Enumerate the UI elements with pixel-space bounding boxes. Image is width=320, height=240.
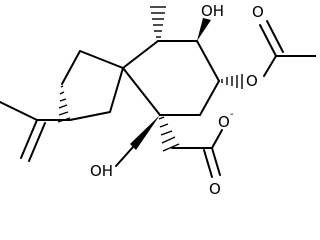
bond-ch2-oh <box>115 146 134 167</box>
stereo-hash-acetate <box>158 116 180 152</box>
atom-label-oh-top: OH <box>201 2 224 20</box>
bond-ester-o-carbonyl <box>263 55 277 77</box>
bond-c6c-c6d <box>199 80 220 116</box>
bond-spiro-c6a <box>122 40 159 69</box>
bond-c5d-spiro <box>109 67 124 113</box>
bond-spiro-c5a <box>79 50 124 69</box>
stereo-wedge-oh <box>197 18 211 41</box>
atom-label-ch2oh: OH <box>90 162 113 180</box>
bond-acetyl-co-b <box>266 20 284 53</box>
stereo-hash-c5b-c5c <box>57 85 71 123</box>
bond-c5c-c5d <box>69 111 111 121</box>
bond-isopropenyl-ch2-a <box>20 119 38 159</box>
stereo-hash-methyl <box>150 6 166 38</box>
bond-c6e-spiro <box>122 67 161 116</box>
bond-acetyl-co-a <box>259 24 277 57</box>
bond-c5a-c5b <box>61 50 81 85</box>
atom-label-carboxyl-o-double: O <box>209 180 221 198</box>
atom-label-carboxylate-o: O <box>218 113 230 131</box>
bond-carboxyl-o-double-b <box>203 149 213 178</box>
bond-isopropenyl-methyl <box>0 101 38 121</box>
charge-carboxylate: - <box>230 109 234 120</box>
bond-c6b-c6c <box>196 40 220 82</box>
bond-isopropenyl-ch2-b <box>28 122 46 162</box>
atom-label-acetyl-o: O <box>252 3 264 21</box>
bond-carboxyl-o-double-a <box>211 147 221 176</box>
stereo-wedge-ch2oh <box>130 115 160 150</box>
stereo-hash-ester <box>221 74 243 89</box>
atom-label-ester-o: O <box>246 72 258 90</box>
bond-carboxyl-o-single <box>211 129 223 149</box>
chemical-structure: OH O O OH O - O <box>0 2 316 198</box>
